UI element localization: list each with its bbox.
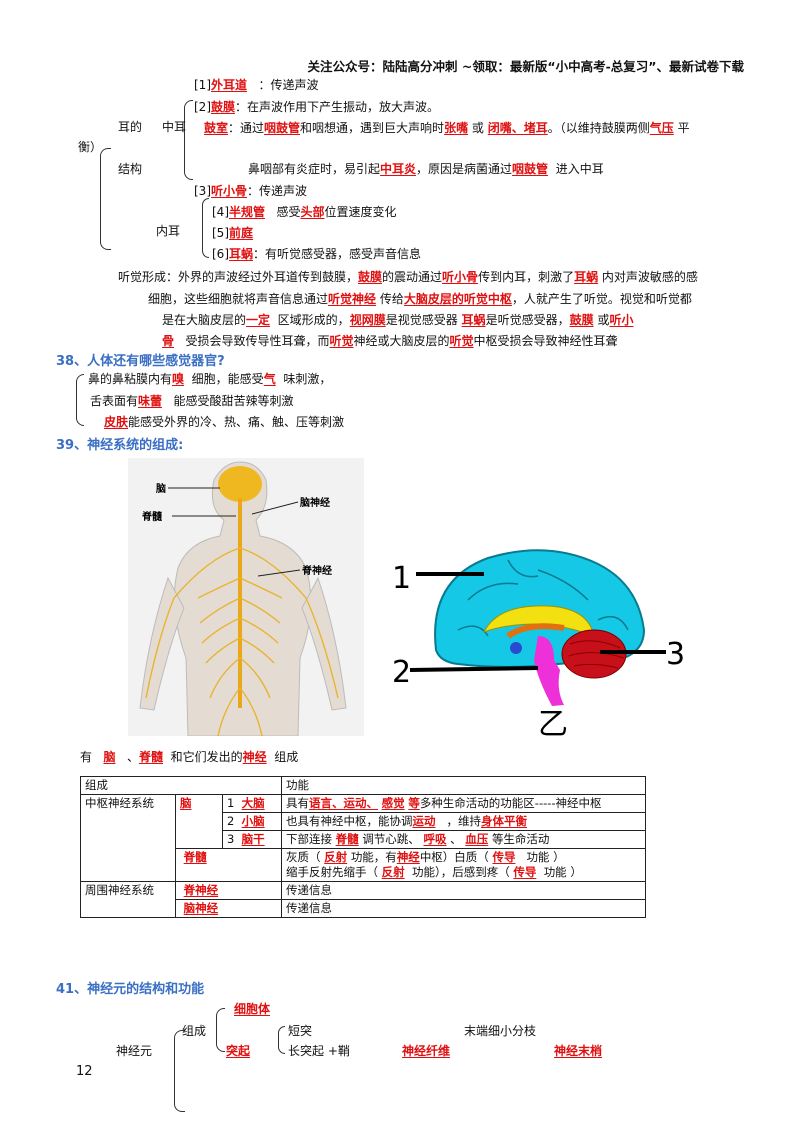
brain-part-1-function: 具有语言、运动、 感觉 等多种生命活动的功能区-----神经中枢 [281,794,646,813]
table-header-function: 功能 [281,776,646,795]
brain-part-3: 3 脑干 [222,830,282,849]
table-row: 脑神经 传递信息 [81,899,646,918]
brain-section-figure: 1 2 3 乙 [392,549,685,740]
fig1-label-cranial-nerve: 脑神经 [300,496,330,509]
spinal-cord-function: 灰质（ 反射 功能，有神经中枢）白质（ 传导 功能 ） 缩手反射先缩手（ 反射 … [281,848,646,882]
ear-line-6: [4]半规管 感受头部位置速度变化 [212,205,397,219]
q39-composition-line: 有 脑 、脊髓 和它们发出的神经 组成 [80,750,299,764]
ear-line-4: 鼻咽部有炎症时，易引起中耳炎，原因是病菌通过咽鼓管 进入中耳 [248,162,604,176]
cell-body-answer: 细胞体 [234,1002,271,1016]
hearing-line-2: 细胞，这些细胞就将声音信息通过听觉神经 传给大脑皮层的听觉中枢，人就产生了听觉。… [148,292,692,306]
pns-part-2-function: 传递信息 [281,899,646,918]
compose-brace [216,1008,225,1052]
fig1-label-spinal-cord: 脊髓 [141,510,163,523]
terminal-branches-label: 末端细小分枝 [464,1024,537,1038]
short-process-label: 短突 [288,1024,313,1038]
hearing-line-4: 骨 受损会导致传导性耳聋，而听觉神经或大脑皮层的听觉中枢受损会导致神经性耳聋 [162,334,618,348]
q39-heading: 39、神经系统的组成: [56,438,184,453]
spinal-cord-cell: 脊髓 [175,848,282,882]
ear-line-7: [5]前庭 [212,226,254,240]
nervous-system-table: 组成 功能 中枢神经系统 脑 1 大脑 具有语言、运动、 感觉 等多种生命活动的… [80,776,646,918]
inner-ear-label: 内耳 [156,224,181,238]
header-notice: 关注公众号：陆陆高分冲刺 ~领取：最新版“小中高考-总复习”、最新试卷下载 [307,59,744,74]
fig2-label-yi: 乙 [538,707,568,740]
process-answer: 突起 [226,1044,251,1058]
q41-heading: 41、神经元的结构和功能 [56,982,205,997]
compose-label: 组成 [182,1024,207,1038]
table-header-row: 组成 功能 [80,776,646,795]
ear-line-8: [6]耳蜗：有听觉感受器，感受声音信息 [212,247,422,261]
ear-side-label: 衡） [78,140,103,154]
q38-heading: 38、人体还有哪些感觉器官? [56,354,225,369]
ear-line-5: [3]听小骨：传递声波 [194,184,308,198]
ear-outer-brace [100,148,111,250]
table-row: 脊髓 灰质（ 反射 功能，有神经中枢）白质（ 传导 功能 ） 缩手反射先缩手（ … [81,848,646,882]
table-header-group: 组成 [80,776,282,795]
ear-label-a: 耳的 [118,120,143,134]
hearing-line-1: 听觉形成：外界的声波经过外耳道传到鼓膜，鼓膜的震动通过听小骨传到内耳，刺激了耳蜗… [118,270,698,284]
q38-line-2: 舌表面有味蕾 能感受酸甜苦辣等刺激 [90,394,294,408]
nervous-system-figure: 脑 脊髓 脑神经 脊神经 [128,458,364,736]
brain-part-2-function: 也具有神经中枢，能协调运动 ，维持身体平衡 [281,812,646,831]
pns-cell: 周围神经系统 [80,881,176,918]
table-row: 周围神经系统 脊神经 传递信息 [80,881,646,918]
neuron-brace [174,1030,185,1112]
fig1-label-brain: 脑 [156,482,166,495]
fig2-label-3: 3 [666,637,685,672]
neuron-label: 神经元 [116,1044,153,1058]
pns-part-1: 脊神经 [175,881,282,900]
nerve-fiber-answer: 神经纤维 [402,1044,451,1058]
middle-ear-brace [184,100,193,180]
pns-part-2: 脑神经 [175,899,282,918]
brain-part-1: 1 大脑 [222,794,282,813]
fig1-label-spinal-nerve: 脊神经 [301,564,332,577]
ear-line-1: [1]外耳道 ：传递声波 [194,78,319,92]
long-process-label: 长突起 +鞘 [288,1044,350,1058]
q38-brace [76,374,84,426]
pns-part-1-function: 传递信息 [281,881,646,900]
nerve-ending-answer: 神经末梢 [554,1044,603,1058]
ear-structure-label: 结构 [118,162,143,176]
table-row: 2 小脑 也具有神经中枢，能协调运动 ，维持身体平衡 [81,812,646,831]
q38-line-1: 鼻的鼻粘膜内有嗅 细胞，能感受气 味刺激， [88,372,332,386]
fig2-label-1: 1 [392,561,411,596]
q38-line-3: 皮肤能感受外界的冷、热、痛、触、压等刺激 [104,415,345,429]
middle-ear-label: 中耳 [162,120,187,134]
cns-cell: 中枢神经系统 [80,794,176,882]
hearing-line-3: 是在大脑皮层的一定 区域形成的，视网膜是视觉感受器 耳蜗是听觉感受器，鼓膜 或听… [162,313,634,327]
page-number: 12 [76,1064,93,1079]
ear-line-3: 鼓室：通过咽鼓管和咽想通，遇到巨大声响时张嘴 或 闭嘴、堵耳。（以维持鼓膜两侧气… [204,121,690,135]
brain-part-3-function: 下部连接 脊髓 调节心跳、 呼吸 、 血压 等生命活动 [281,830,646,849]
brain-part-2: 2 小脑 [222,812,282,831]
inner-ear-brace [202,198,209,258]
table-row: 中枢神经系统 脑 1 大脑 具有语言、运动、 感觉 等多种生命活动的功能区---… [80,794,646,882]
ear-line-2: [2]鼓膜：在声波作用下产生振动，放大声波。 [194,100,440,114]
fig2-label-2: 2 [392,655,411,690]
process-brace [278,1026,285,1054]
brain-cell: 脑 [175,794,223,849]
